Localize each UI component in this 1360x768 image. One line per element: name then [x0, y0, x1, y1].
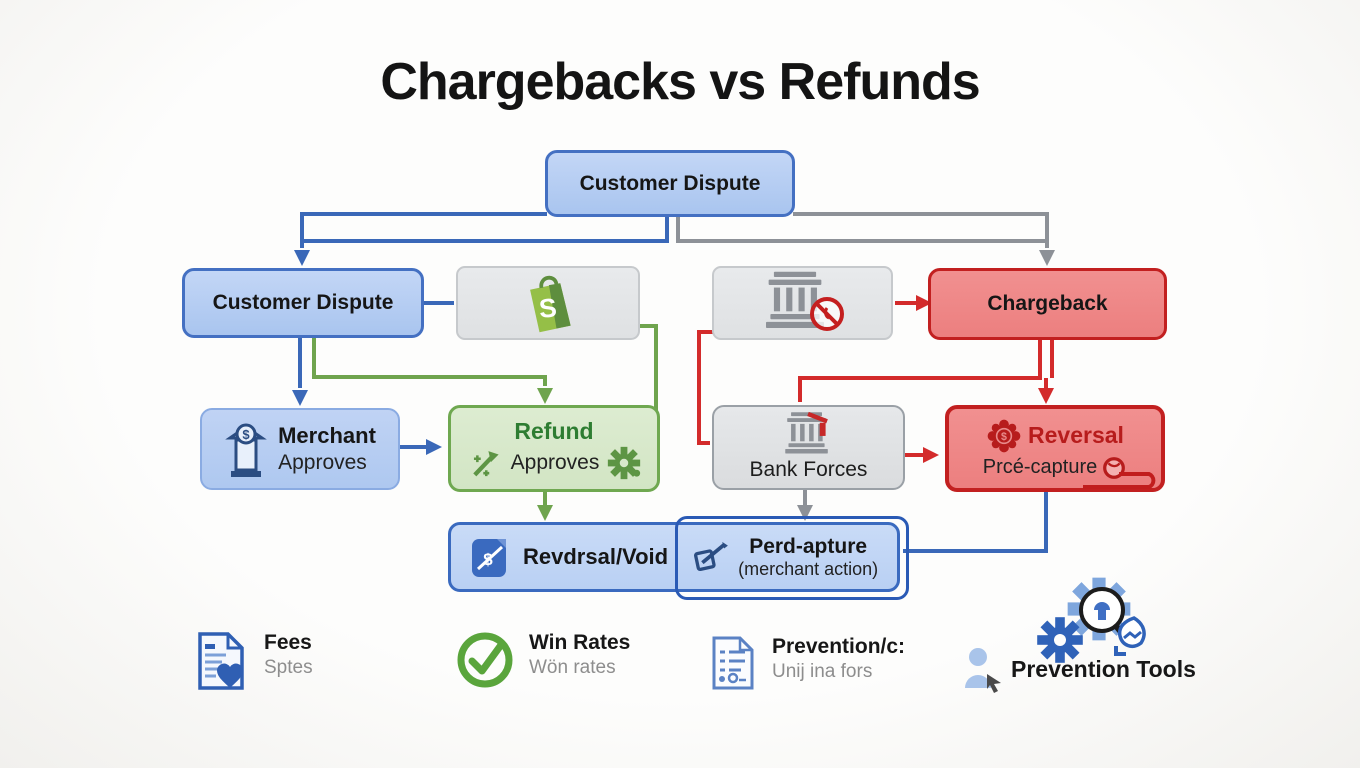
red-seal-dollar-icon: $ [987, 419, 1021, 452]
bank-prohibited-icon [765, 271, 844, 331]
node-label-line2: Approves [510, 450, 600, 474]
node-label-line1: Merchant [278, 423, 376, 449]
gears-magnifier-shield-icon [1028, 576, 1158, 668]
pen-checkbox-icon [694, 541, 728, 572]
node-label: Customer Dispute [212, 291, 394, 314]
node-label-line1: Perd-apture [749, 534, 868, 558]
node-bank-forces: Bank Forces [712, 405, 905, 490]
document-heart-icon [198, 632, 244, 690]
shopify-bag-icon: S [530, 275, 571, 333]
legend-title: Fees [264, 631, 312, 654]
node-label-line2: (merchant action) [738, 558, 879, 579]
node-merchant-approves: $ Merchant Approves [200, 408, 400, 490]
magic-wand-icon [472, 450, 499, 477]
node-refund-approves: Refund Approves [448, 405, 660, 492]
node-label: Customer Dispute [579, 171, 761, 195]
svg-text:$: $ [1001, 431, 1007, 443]
legend-title: Prevention/c: [772, 635, 906, 658]
legend-fees: Fees Sptes [192, 630, 313, 694]
legend-win-rates: Win Rates Wön rates [455, 630, 630, 690]
node-label-line2: Prcé-capture [982, 456, 1098, 478]
svg-text:$: $ [242, 427, 250, 442]
legend-prevention-tools: Prevention Tools [963, 646, 1196, 694]
legend-title: Win Rates [529, 631, 631, 654]
node-label-line1: Reversal [1028, 422, 1124, 449]
node-label-line1: Refund [514, 418, 594, 445]
node-bank-blocked [712, 266, 893, 340]
node-shopify: S [456, 266, 640, 340]
person-cursor-icon [965, 648, 1001, 693]
node-customer-dispute-top: Customer Dispute [545, 150, 795, 217]
gear-icon [607, 445, 642, 480]
merchant-bank-dollar-icon: $ [225, 423, 267, 477]
node-label: Bank Forces [749, 458, 868, 482]
node-reversal-void: $ Revdrsal/Void Perd-apture (merchant ac… [448, 522, 900, 592]
node-customer-dispute-left: Customer Dispute [182, 268, 424, 338]
legend-title: Prevention Tools [1011, 656, 1196, 683]
legend-subtitle: Unij ina fors [772, 661, 873, 683]
legend-subtitle: Sptes [264, 657, 313, 679]
bank-red-icon [785, 412, 829, 454]
node-label-line2: Approves [278, 450, 367, 474]
node-label: Revdrsal/Void [523, 544, 669, 569]
red-slash-circle-icon [1103, 456, 1126, 479]
document-checklist-icon [712, 636, 754, 690]
blue-dollar-card-icon: $ [472, 539, 506, 577]
red-swoosh-icon [1083, 472, 1156, 489]
node-reversal-precapture: $ Reversal Prcé-capture [945, 405, 1165, 492]
svg-text:S: S [538, 292, 558, 323]
legend-subtitle: Wön rates [529, 657, 616, 679]
node-chargeback: Chargeback [928, 268, 1167, 340]
legend-prevention: Prevention/c: Unij ina fors [708, 634, 905, 692]
green-check-circle-icon [457, 632, 513, 688]
node-label: Chargeback [987, 292, 1108, 315]
page-title: Chargebacks vs Refunds [380, 53, 980, 111]
